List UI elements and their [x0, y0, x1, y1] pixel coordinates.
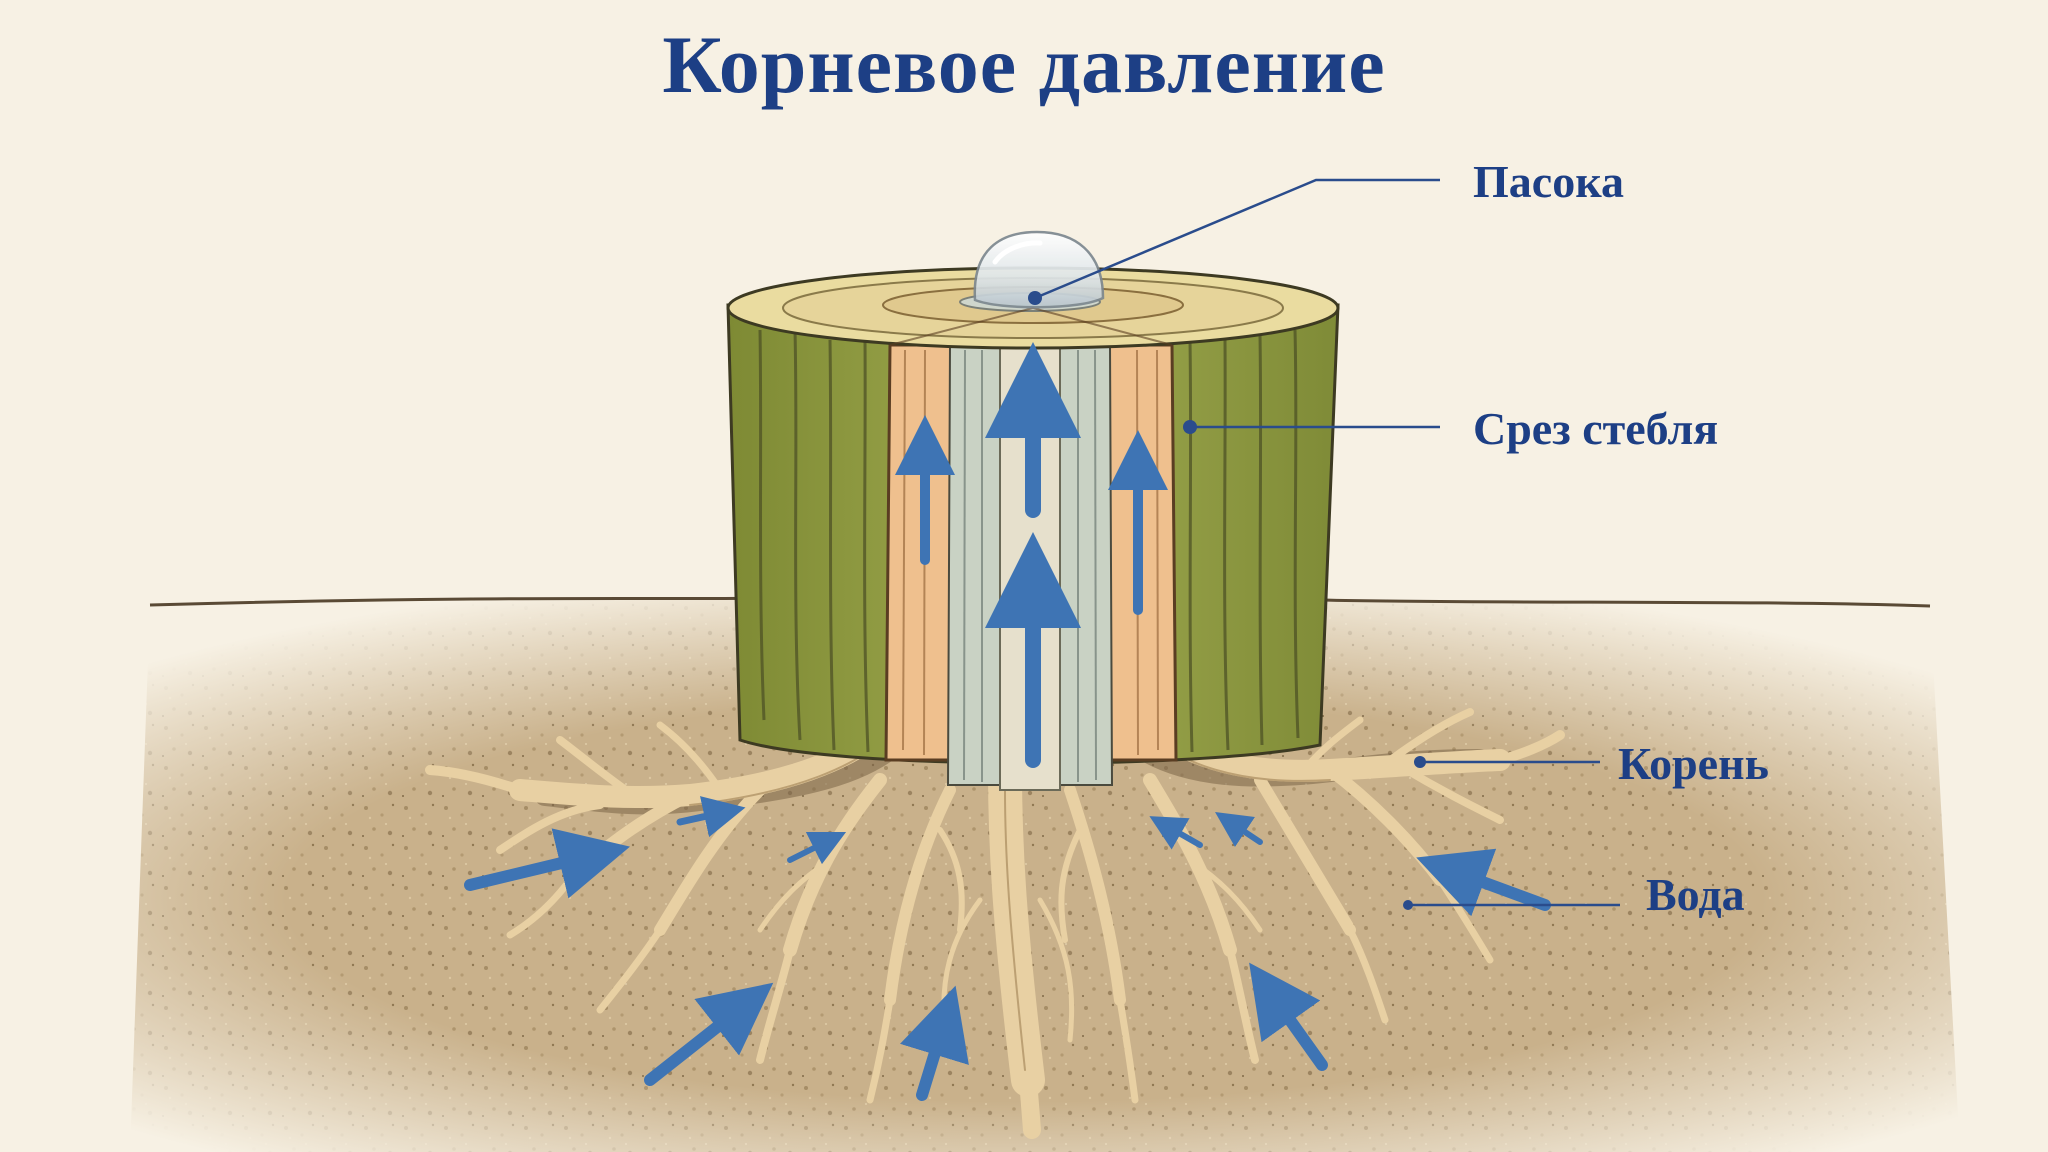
diagram-title: Корневое давление — [662, 19, 1386, 110]
label-root: Корень — [1618, 738, 1769, 789]
upward-flow-arrows — [895, 342, 1168, 768]
leader-dots — [1028, 291, 1426, 910]
sap-droplet — [973, 230, 1105, 309]
leader-lines — [1034, 178, 1620, 907]
label-stem-cut: Срез стебля — [1473, 403, 1719, 454]
water-arrows — [464, 796, 1551, 1101]
label-sap: Пасока — [1473, 156, 1625, 207]
roots — [425, 689, 1565, 1139]
label-water: Вода — [1646, 869, 1745, 920]
